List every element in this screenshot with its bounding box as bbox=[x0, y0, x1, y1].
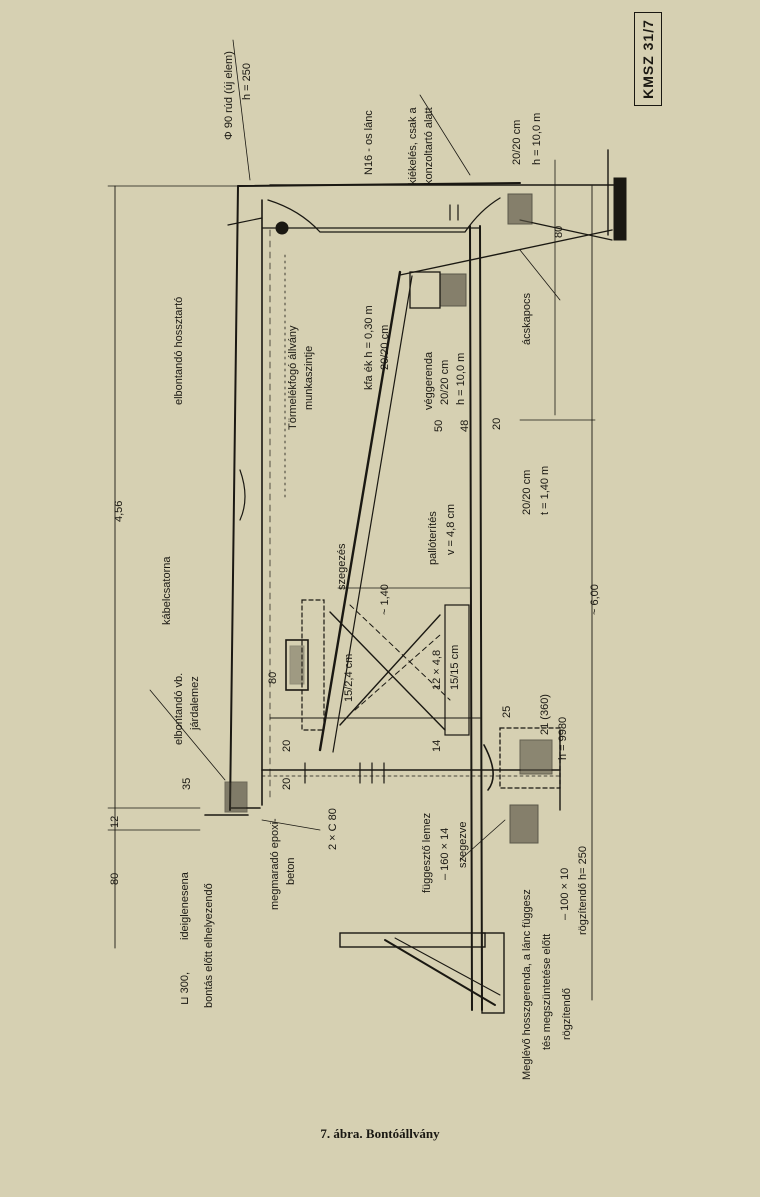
label-hanger-2: h = 9980 bbox=[557, 717, 569, 760]
label-dim-14: 14 bbox=[431, 740, 443, 752]
label-rod-h: h = 250 bbox=[241, 63, 253, 100]
label-slab-1: elbontandó vb. bbox=[173, 673, 185, 745]
label-beam-top-1: 20/20 cm bbox=[511, 120, 523, 165]
label-beam-top-2: h = 10,0 m bbox=[531, 113, 543, 165]
label-brace-2: 12 × 4,8 bbox=[431, 650, 443, 690]
top-beam-section bbox=[613, 177, 627, 241]
chain bbox=[267, 197, 501, 233]
label-epoxy-1: megmaradó epoxi- bbox=[269, 818, 281, 910]
label-existing-1: Meglévő hosszgerenda, a lánc függesz bbox=[521, 889, 533, 1080]
label-brace-3: 15/15 cm bbox=[449, 645, 461, 690]
existing-beam-section bbox=[509, 804, 539, 844]
label-dim-35: 35 bbox=[181, 778, 193, 790]
label-end-beam-2: 20/20 cm bbox=[439, 360, 451, 405]
label-debris-1: Törmelékfogó állvány bbox=[287, 325, 299, 430]
label-dim-20b: 20 bbox=[281, 740, 293, 752]
label-hanger-1: 21 (360) bbox=[539, 694, 551, 735]
label-dim-80b: 80 bbox=[109, 873, 121, 885]
label-end-beam-1: véggerenda bbox=[423, 351, 435, 410]
label-hanger-4: rögzítendő h= 250 bbox=[577, 846, 589, 935]
label-epoxy-2: beton bbox=[285, 857, 297, 885]
bottom-bracket-beam bbox=[339, 932, 486, 948]
label-beam-removed: elbontandó hossztartó bbox=[173, 297, 185, 405]
cable-trough bbox=[285, 639, 309, 691]
diagonal-brace bbox=[318, 270, 402, 752]
label-slab-2: járdalemez bbox=[189, 676, 201, 731]
label-lprofile: ⊔ 300, bbox=[179, 972, 191, 1005]
label-overall-456: 4,56 bbox=[113, 501, 125, 522]
drawing-stamp: KMSZ 31/7 bbox=[634, 12, 662, 106]
label-deck-2: v = 4,8 cm bbox=[445, 504, 457, 555]
label-channel: 2 × C 80 bbox=[327, 808, 339, 850]
hanger-section bbox=[499, 727, 561, 789]
label-wood-wedge-1: kfa ék h = 0,30 m bbox=[363, 305, 375, 390]
label-rod: Φ 90 rúd (új elem) bbox=[223, 51, 235, 140]
label-overall-600: ~ 6,00 bbox=[589, 584, 601, 615]
label-wedge-note-1: kiékelés, csak a bbox=[407, 106, 419, 185]
label-deck-beam-1: 20/20 cm bbox=[521, 470, 533, 515]
label-plate-3: szegezve bbox=[457, 822, 469, 868]
label-wedge-note-2: konzoltartó alatt bbox=[423, 107, 435, 185]
label-deck-1: pallóterítés bbox=[427, 511, 439, 565]
label-brace-1: 15/2,4 cm bbox=[343, 654, 355, 702]
figure-caption: 7. ábra. Bontóállvány bbox=[320, 1126, 440, 1141]
label-temp-1: ideiglenesena bbox=[179, 871, 191, 940]
label-dim-80: 80 bbox=[267, 672, 279, 684]
label-dim-20c: 20 bbox=[281, 778, 293, 790]
label-end-beam-3: h = 10,0 m bbox=[455, 353, 467, 405]
label-chain: N16 - os lánc bbox=[363, 110, 375, 175]
left-slab-edge bbox=[229, 185, 239, 811]
epoxy-block bbox=[224, 781, 248, 813]
label-cable: kábelcsatorna bbox=[161, 556, 173, 625]
end-beam-section bbox=[439, 273, 467, 307]
label-debris-2: munkaszintje bbox=[303, 346, 315, 410]
beam-section-top bbox=[507, 193, 533, 225]
label-existing-3: rögzítendő bbox=[561, 988, 573, 1040]
label-dim-12: 12 bbox=[109, 816, 121, 828]
label-dim-25: 25 bbox=[501, 706, 513, 718]
label-plate-2: – 160 × 14 bbox=[439, 828, 451, 880]
label-dim-20a: 20 bbox=[491, 418, 503, 430]
label-plate-1: függesztő lemez bbox=[421, 813, 433, 893]
label-dim-80-top: 80 bbox=[553, 226, 565, 238]
label-temp-2: bontás előtt elhelyezendő bbox=[203, 883, 215, 1008]
label-nailing: szegezés bbox=[336, 543, 348, 590]
label-existing-2: tés megszüntetése előtt bbox=[541, 934, 553, 1050]
deck-beam-line-2 bbox=[479, 225, 483, 1011]
label-clamp: ácskapocs bbox=[521, 293, 533, 345]
label-dim-48: 48 bbox=[459, 420, 471, 432]
deck-beam-line-1 bbox=[469, 225, 473, 1011]
label-hanger-3: – 100 × 10 bbox=[559, 868, 571, 920]
label-deck-beam-2: t = 1,40 m bbox=[539, 466, 551, 515]
label-dim-140: ~ 1,40 bbox=[379, 584, 391, 615]
label-dim-50: 50 bbox=[433, 420, 445, 432]
label-wood-wedge-2: 20/20 cm bbox=[379, 325, 391, 370]
